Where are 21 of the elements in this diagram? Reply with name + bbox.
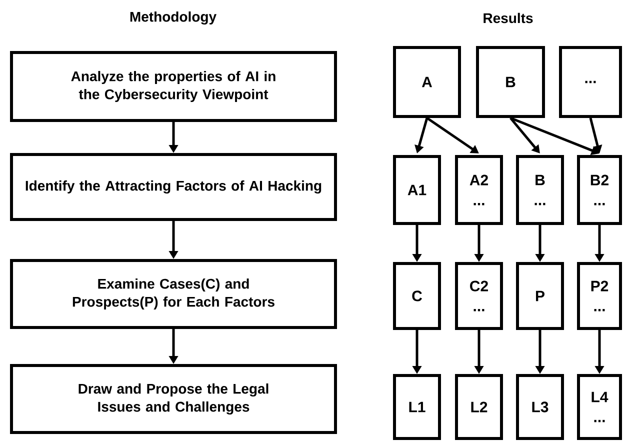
result-box: P2 ... xyxy=(577,262,622,330)
column-heading: Results xyxy=(484,12,533,24)
result-box: ... xyxy=(559,46,622,118)
result-box: C2 ... xyxy=(455,262,503,330)
result-box: A2 ... xyxy=(455,155,503,225)
step-box: Identify the Attracting Factors of AI Hacking xyxy=(10,153,337,221)
result-box: L3 xyxy=(516,374,564,440)
result-box: L2 xyxy=(455,374,503,440)
result-box: L4 ... xyxy=(577,374,622,440)
step-box: Examine Cases(C) and Prospects(P) for Each Factors xyxy=(10,259,337,329)
step-box: Draw and Propose the Legal Issues and Challenges xyxy=(10,364,337,434)
result-box: C xyxy=(393,262,441,330)
result-box: A xyxy=(393,46,461,118)
result-box: B xyxy=(476,46,545,118)
result-box: A1 xyxy=(393,155,441,225)
column-heading: Methodology xyxy=(130,11,216,25)
step-box: Analyze the properties of AI in the Cybersecurity Viewpoint xyxy=(10,51,337,122)
result-box: B2 ... xyxy=(577,155,622,225)
result-box: P xyxy=(516,262,564,330)
result-box: B ... xyxy=(516,155,564,225)
result-box: L1 xyxy=(393,374,441,440)
